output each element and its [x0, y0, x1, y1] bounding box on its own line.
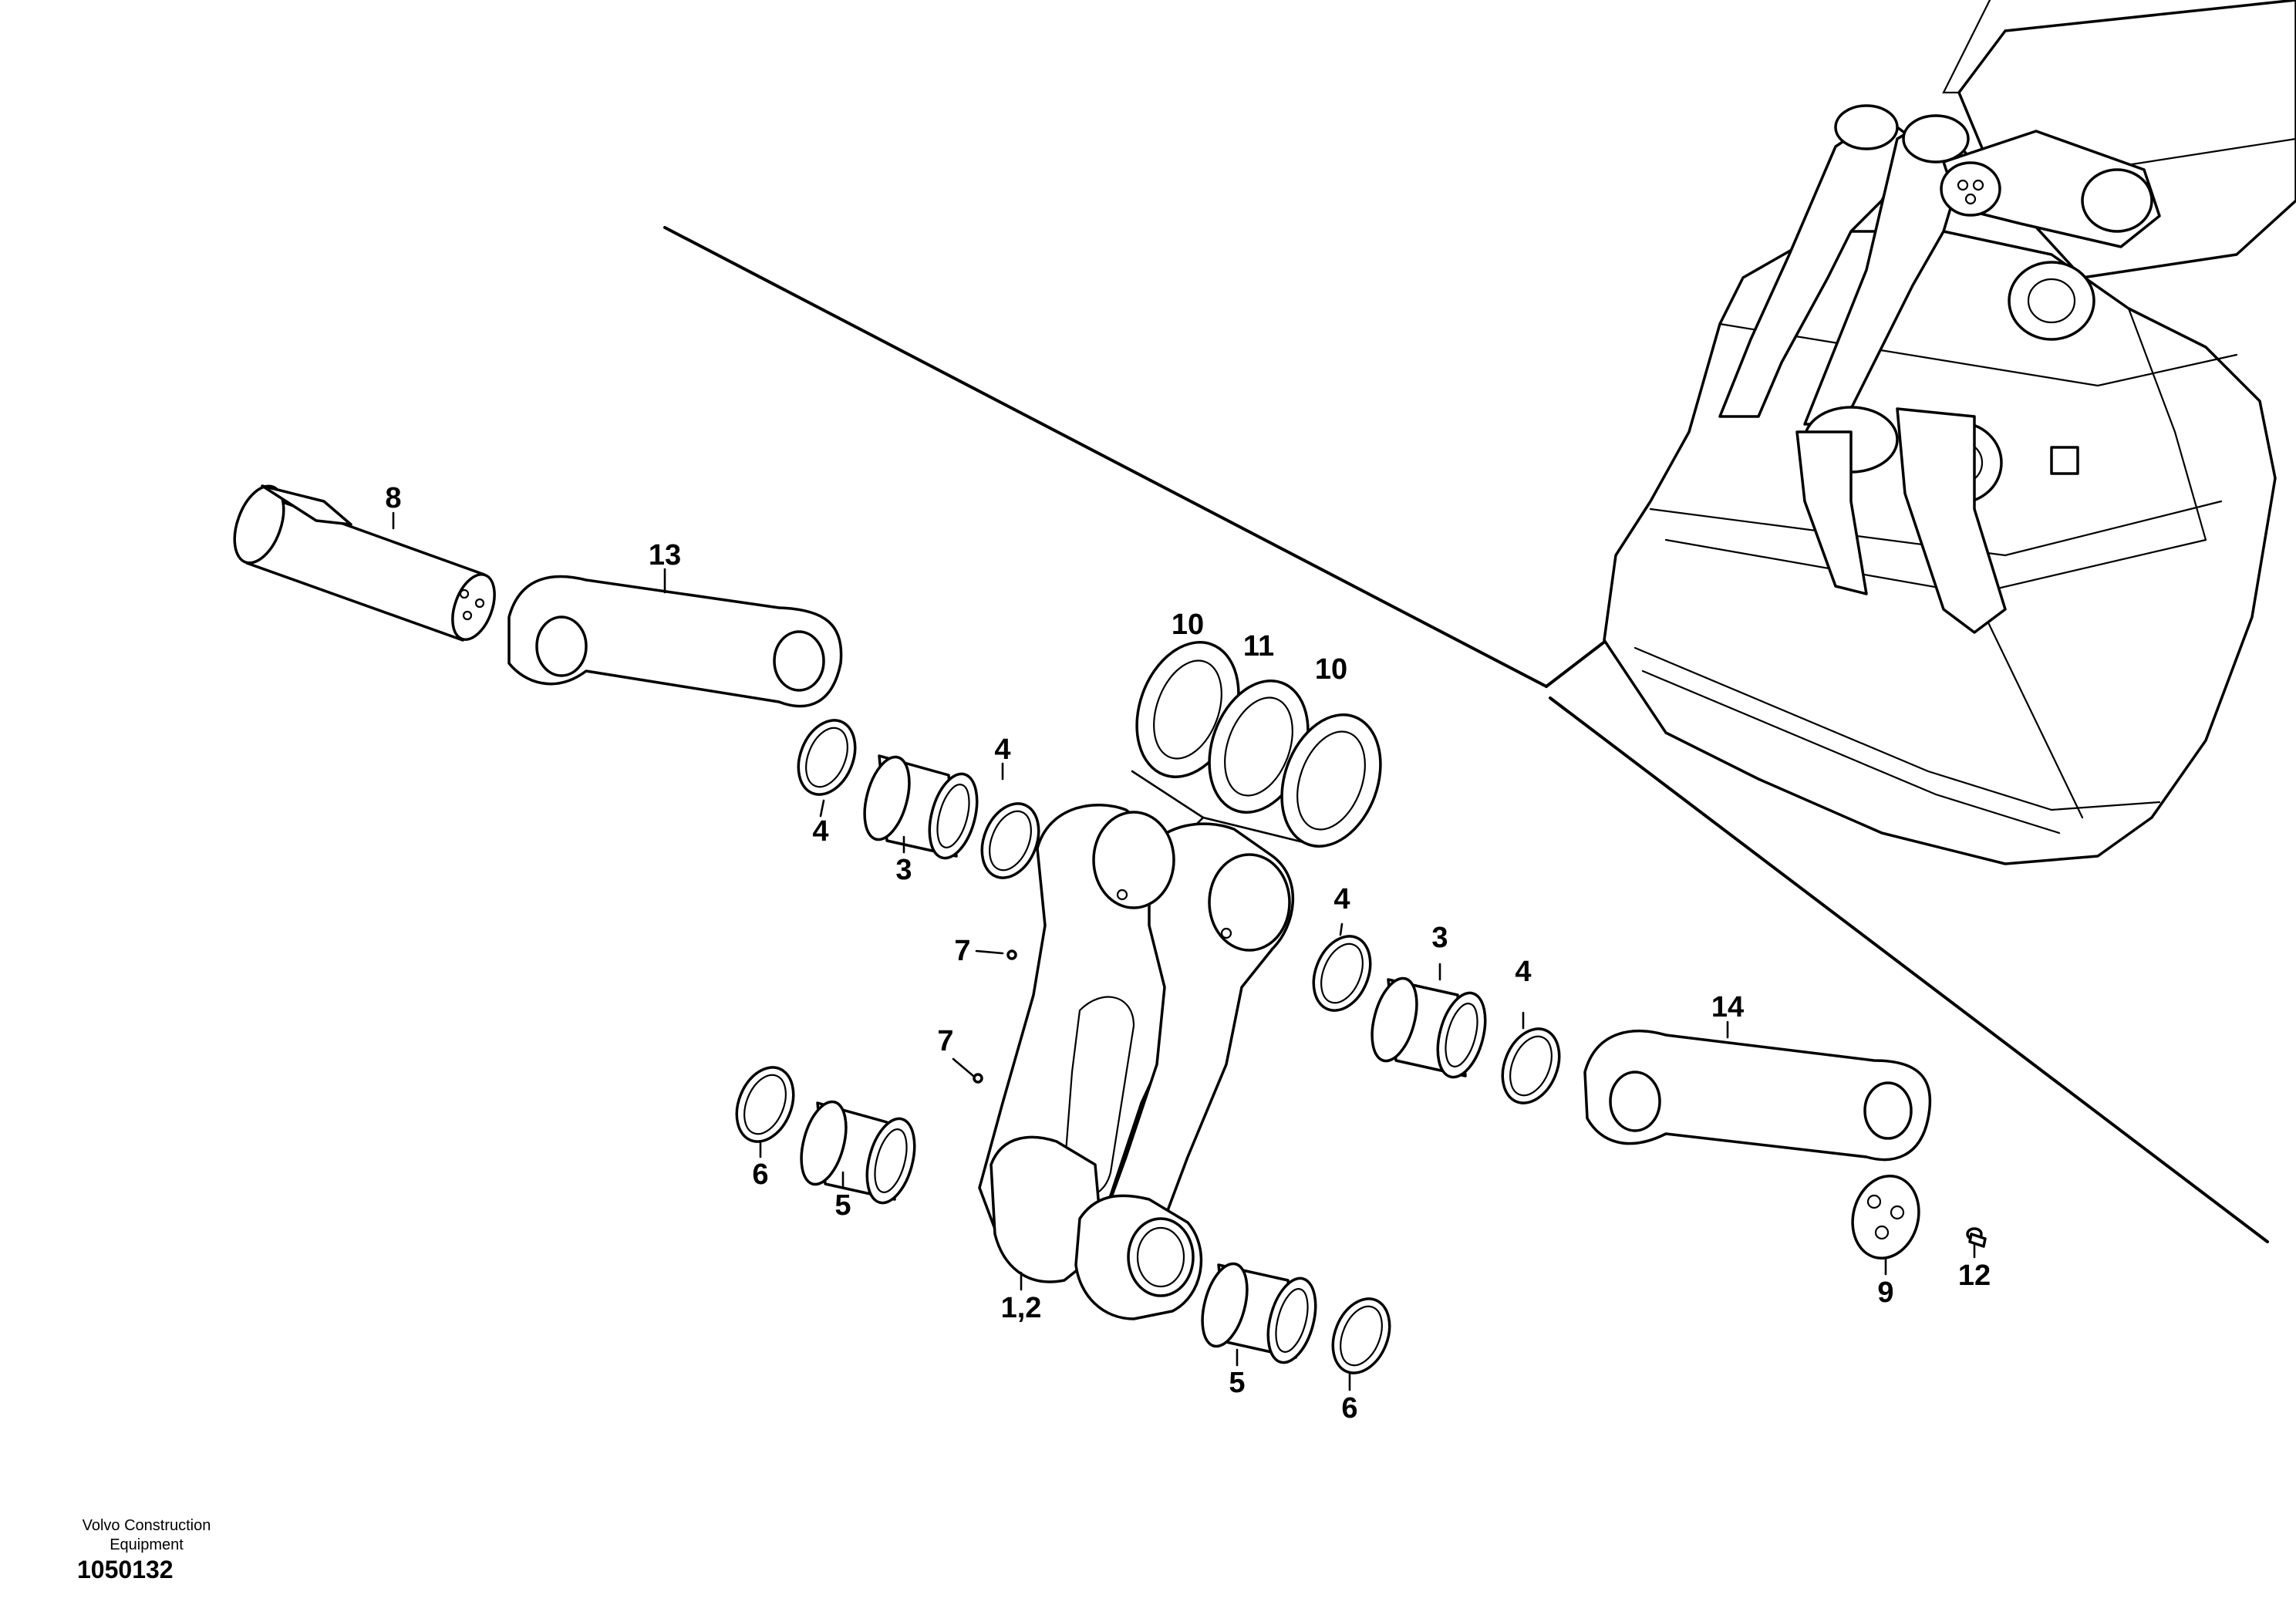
callout-8: 8 — [385, 482, 401, 514]
callout-4a: 4 — [994, 733, 1010, 766]
bucket-inset-illustration — [1603, 0, 2296, 865]
callout-4c: 4 — [1333, 883, 1350, 916]
callout-7a: 7 — [954, 935, 970, 967]
seal-ring-part-4d — [1501, 1027, 1561, 1104]
callout-6b: 6 — [1341, 1392, 1357, 1425]
callout-9: 9 — [1877, 1276, 1893, 1309]
callout-7b: 7 — [937, 1025, 953, 1057]
pin-part-8 — [233, 484, 496, 642]
callout-14: 14 — [1711, 991, 1744, 1023]
link-plate-part-14 — [1583, 1029, 1932, 1162]
bushing-part-3a — [863, 754, 979, 860]
brand-line-1: Volvo Construction — [82, 1517, 211, 1534]
callout-5b: 5 — [1229, 1367, 1245, 1399]
h-link-part-1-2 — [978, 804, 1295, 1320]
grease-fitting-part-7b — [973, 1073, 983, 1084]
callout-6a: 6 — [752, 1158, 768, 1191]
bushing-part-5a — [800, 1100, 916, 1205]
callout-12: 12 — [1958, 1259, 1991, 1292]
callout-13: 13 — [649, 539, 681, 572]
grease-fitting-part-7a — [1006, 949, 1017, 960]
callout-4b: 4 — [812, 815, 828, 848]
seal-ring-part-6b — [1331, 1297, 1391, 1374]
callout-3a: 3 — [895, 854, 912, 886]
callout-11: 11 — [1243, 630, 1274, 663]
callout-10b: 10 — [1315, 653, 1347, 686]
callout-1-2: 1,2 — [1001, 1292, 1042, 1324]
shim-part-10b — [1280, 713, 1382, 848]
seal-ring-part-4c — [1312, 935, 1372, 1012]
end-cap-part-9 — [1851, 1174, 1920, 1260]
bushing-part-3b — [1371, 976, 1487, 1079]
callout-4d: 4 — [1515, 956, 1531, 988]
brand-label: Volvo Construction Equipment — [31, 1516, 262, 1555]
leader-lines — [392, 511, 1976, 1391]
seal-ring-part-4b — [980, 802, 1040, 879]
bolt-part-12 — [1966, 1227, 1987, 1248]
callout-3b: 3 — [1431, 922, 1448, 954]
bushing-part-5b — [1201, 1262, 1317, 1364]
callout-5a: 5 — [834, 1189, 851, 1222]
brand-line-2: Equipment — [110, 1536, 184, 1553]
seal-ring-part-4a — [797, 719, 857, 796]
document-number: 1050132 — [77, 1556, 174, 1583]
callouts: 8 13 10 11 10 4 4 3 7 7 6 5 1,2 4 3 4 14… — [385, 482, 1991, 1425]
callout-10a: 10 — [1172, 609, 1204, 641]
link-plate-part-13 — [507, 575, 843, 708]
seal-ring-part-6a — [735, 1066, 795, 1143]
